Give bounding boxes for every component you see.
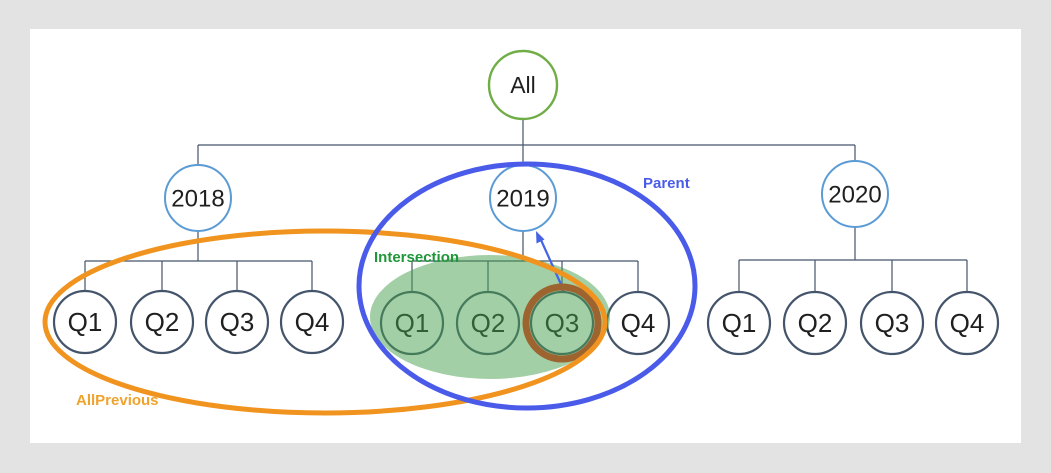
node-2018-q1-circle	[52, 289, 118, 355]
node-2020: 2020	[821, 160, 889, 228]
node-2018-q1-label: Q1	[68, 307, 103, 337]
node-2018-q4-circle	[279, 289, 345, 355]
node-all: All	[487, 49, 559, 121]
parent-label: Parent	[643, 175, 690, 192]
node-2018-q2-label: Q2	[145, 307, 180, 337]
node-2018-q1: Q1	[52, 289, 118, 355]
node-2020-q4-label: Q4	[950, 308, 985, 338]
node-2018: 2018	[164, 164, 232, 232]
node-2018-q3-label: Q3	[220, 307, 255, 337]
node-2019-q4-label: Q4	[621, 308, 656, 338]
node-2020-q3-label: Q3	[875, 308, 910, 338]
node-2018-q4-label: Q4	[295, 307, 330, 337]
node-2018-q3: Q3	[204, 289, 270, 355]
node-2018-q2: Q2	[129, 289, 195, 355]
parent-ellipse	[356, 161, 698, 411]
arrow-q3-to-2019-head	[536, 231, 545, 244]
node-2020-circle	[821, 160, 889, 228]
arrow-q3-to-2019	[536, 231, 566, 292]
quarters-2018: Q1 Q2 Q3 Q4	[52, 289, 345, 355]
node-2020-label: 2020	[828, 181, 881, 208]
node-all-circle	[487, 49, 559, 121]
node-2018-label: 2018	[171, 185, 224, 212]
node-2018-q2-circle	[129, 289, 195, 355]
node-2020-q2-circle	[782, 290, 848, 356]
node-2018-circle	[164, 164, 232, 232]
node-all-label: All	[510, 72, 536, 98]
quarters-2020: Q1 Q2 Q3 Q4	[706, 290, 1000, 356]
node-2019-label: 2019	[496, 185, 549, 212]
node-2019: 2019	[489, 164, 557, 232]
node-2019-q4: Q4	[605, 290, 671, 356]
node-2020-q3: Q3	[859, 290, 925, 356]
allprevious-label: AllPrevious	[76, 392, 159, 409]
node-2018-q3-circle	[204, 289, 270, 355]
node-2020-q4: Q4	[934, 290, 1000, 356]
node-2020-q1: Q1	[706, 290, 772, 356]
arrow-q3-to-2019-line	[539, 239, 566, 292]
year-2020-to-quarters-connector	[738, 228, 968, 292]
node-2020-q2-label: Q2	[798, 308, 833, 338]
node-2018-q4: Q4	[279, 289, 345, 355]
node-2020-q1-circle	[706, 290, 772, 356]
root-to-years-connector	[197, 118, 856, 166]
intersection-label: Intersection	[374, 249, 459, 266]
node-2020-q4-circle	[934, 290, 1000, 356]
node-2020-q1-label: Q1	[722, 308, 757, 338]
allprevious-ellipse	[42, 228, 608, 416]
node-2020-q2: Q2	[782, 290, 848, 356]
q3-highlight-ring	[522, 283, 602, 363]
node-2020-q3-circle	[859, 290, 925, 356]
